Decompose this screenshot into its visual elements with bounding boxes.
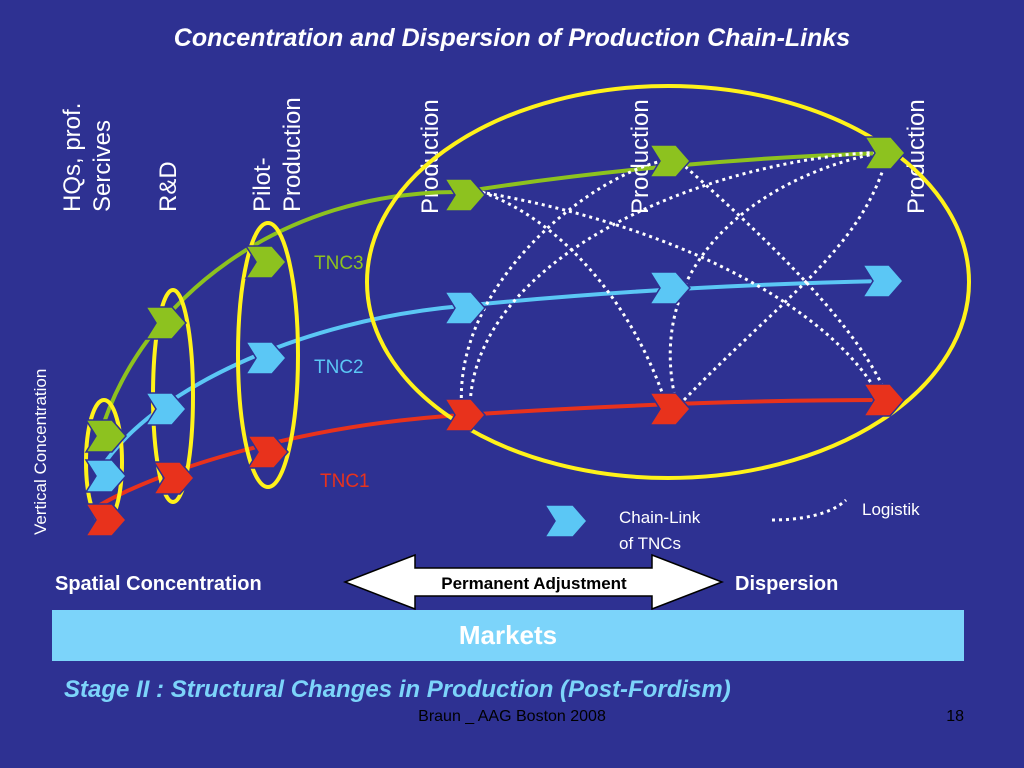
- slide-title: Concentration and Dispersion of Producti…: [173, 24, 851, 52]
- chain-link-tnc3: [443, 178, 486, 212]
- legend-chain-link-line: Chain-Link: [619, 508, 701, 527]
- stage-label-line: Pilot-: [249, 157, 276, 212]
- concentration-ellipses: [84, 84, 971, 526]
- stage-label-hqs: HQs, prof. Sercives: [59, 96, 116, 212]
- chain-link-tnc1: [84, 503, 127, 537]
- stage-label-line: Production: [279, 97, 306, 212]
- logistik-links: [459, 150, 890, 413]
- ellipse-production: [365, 84, 971, 480]
- chain-link-tnc2: [861, 264, 904, 298]
- chain-link-tnc3: [648, 144, 691, 178]
- logistik-link: [479, 190, 882, 399]
- chain-link-tnc3: [144, 306, 187, 340]
- stage-label-line: Production: [627, 99, 654, 214]
- chain-link-tnc1: [443, 398, 486, 432]
- chain-link-tnc1: [648, 392, 691, 426]
- chain-link-tnc2: [144, 392, 187, 426]
- chain-link-tnc2: [443, 291, 486, 325]
- logistik-link: [668, 150, 885, 403]
- stage-label-line: HQs, prof.: [59, 103, 86, 212]
- stage-label-pilot: Pilot- Production: [249, 97, 306, 212]
- chain-link-tnc2: [84, 459, 127, 493]
- tnc1-curve: [98, 398, 885, 507]
- stage-label-line: Production: [417, 99, 444, 214]
- page-number: 18: [946, 708, 964, 725]
- stage-subtitle: Stage II : Structural Changes in Product…: [64, 676, 731, 703]
- stage-label-production-1: Production: [417, 99, 444, 214]
- markets-band: Markets: [52, 610, 964, 661]
- chain-link-tnc3: [244, 245, 287, 279]
- ellipse-pilot: [236, 221, 300, 489]
- chain-link-tnc2: [648, 271, 691, 305]
- stage-label-rnd: R&D: [155, 161, 182, 212]
- legend-chain-link-label: Chain-Link of TNCs: [619, 508, 705, 553]
- legend-chain-link-icon: [543, 504, 588, 538]
- chain-link-tnc1: [862, 383, 905, 417]
- stage-label-production-2: Production: [627, 99, 654, 214]
- footer-text: Braun _ AAG Boston 2008: [418, 708, 606, 725]
- vertical-concentration-label: Vertical Concentration: [31, 369, 50, 535]
- chain-link-tnc1: [152, 461, 195, 495]
- permanent-adjustment-arrow: [342, 553, 725, 611]
- tnc2-label: TNC2: [314, 357, 364, 378]
- stage-label-production-3: Production: [903, 99, 930, 214]
- logistik-link: [679, 160, 890, 399]
- stage-label-line: R&D: [155, 161, 182, 212]
- dispersion-label: Dispersion: [735, 573, 838, 595]
- chain-link-tnc2: [244, 341, 287, 375]
- stage-label-line: Production: [903, 99, 930, 214]
- markets-label: Markets: [458, 620, 558, 650]
- logistik-link: [468, 150, 883, 411]
- legend-chain-link-line: of TNCs: [619, 534, 681, 553]
- legend-logistik-icon: [771, 498, 848, 522]
- logistik-link: [459, 158, 669, 413]
- tnc3-curve: [98, 151, 887, 436]
- tnc3-label: TNC3: [314, 253, 364, 274]
- logistik-link: [682, 159, 888, 402]
- chain-link-tnc3: [863, 136, 906, 170]
- chain-link-tnc3: [84, 419, 127, 453]
- stage-label-line: Sercives: [89, 120, 116, 212]
- legend-logistik-label: Logistik: [862, 500, 920, 519]
- chain-link-tnc1: [246, 435, 289, 469]
- permanent-adjustment-label: Permanent Adjustment: [441, 574, 627, 593]
- chain-links: [84, 136, 906, 537]
- spatial-concentration-label: Spatial Concentration: [55, 573, 262, 595]
- tnc1-label: TNC1: [320, 471, 370, 492]
